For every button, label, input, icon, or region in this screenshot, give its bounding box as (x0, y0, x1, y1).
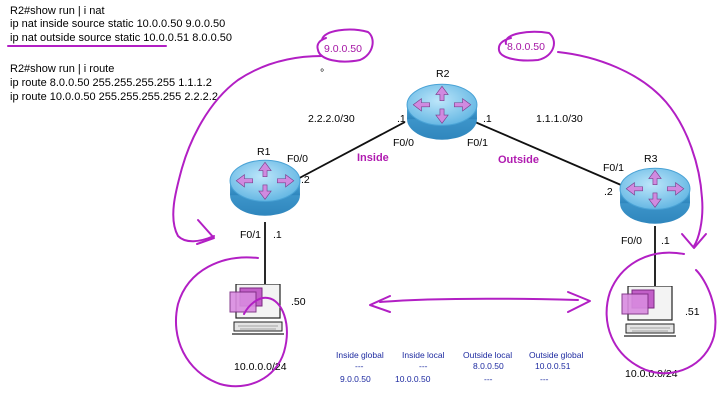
interface-label: F0/0 (621, 235, 642, 247)
nat-cell: 9.0.0.50 (340, 374, 371, 384)
host-id-label: .1 (397, 113, 406, 125)
host-id-label: .1 (273, 229, 282, 241)
router-icon[interactable] (229, 159, 301, 217)
host-id-label: .1 (661, 235, 670, 247)
nat-cell: 8.0.0.50 (473, 361, 504, 371)
interface-label: F0/0 (287, 153, 308, 165)
subnet-label: 1.1.1.0/30 (536, 113, 583, 125)
cli-line: ip nat outside source static 10.0.0.51 8… (10, 32, 232, 44)
nat-cell: --- (484, 374, 493, 384)
cli-line: R2#show run | i route (10, 63, 114, 75)
interface-label: F0/1 (240, 229, 261, 241)
router-icon[interactable] (406, 83, 478, 141)
cli-line: ip route 10.0.0.50 255.255.255.255 2.2.2… (10, 91, 218, 103)
nat-cell: --- (419, 361, 428, 371)
annotation-dot: ° (320, 67, 324, 79)
outside-zone-label: Outside (498, 154, 539, 166)
cli-line: R2#show run | i nat (10, 5, 105, 17)
cli-line: ip route 8.0.0.50 255.255.255.255 1.1.1.… (10, 77, 212, 89)
host-id-label: .1 (483, 113, 492, 125)
computer-icon[interactable] (229, 284, 285, 335)
nat-header: Outside local (463, 350, 512, 360)
inside-zone-label: Inside (357, 152, 389, 164)
host-id-label: .2 (301, 174, 310, 186)
nat-cell: --- (355, 361, 364, 371)
nat-header: Inside local (402, 350, 445, 360)
network-label: 10.0.0.0/24 (625, 368, 678, 380)
router-icon[interactable] (619, 167, 691, 225)
nat-header: Outside global (529, 350, 583, 360)
cli-line: ip nat inside source static 10.0.0.50 9.… (10, 18, 225, 30)
nat-cell: 10.0.0.50 (395, 374, 431, 384)
computer-icon[interactable] (621, 286, 677, 337)
host-address-label: .51 (685, 306, 700, 318)
interface-label: F0/1 (467, 137, 488, 149)
host-id-label: .2 (604, 186, 613, 198)
link-r1-r2 (289, 121, 406, 184)
nat-cell: --- (540, 374, 549, 384)
host-address-label: .50 (291, 296, 306, 308)
router-label: R1 (257, 146, 271, 158)
nat-header: Inside global (336, 350, 384, 360)
annotation-ip: 9.0.0.50 (324, 43, 362, 55)
annotation-ip: 8.0.0.50 (507, 41, 545, 53)
nat-cell: 10.0.0.51 (535, 361, 571, 371)
interface-label: F0/1 (603, 162, 624, 174)
ink-annotations (7, 28, 717, 388)
interface-label: F0/0 (393, 137, 414, 149)
subnet-label: 2.2.2.0/30 (308, 113, 355, 125)
router-label: R2 (436, 68, 450, 80)
router-label: R3 (644, 153, 658, 165)
link-r2-r3 (474, 121, 629, 189)
